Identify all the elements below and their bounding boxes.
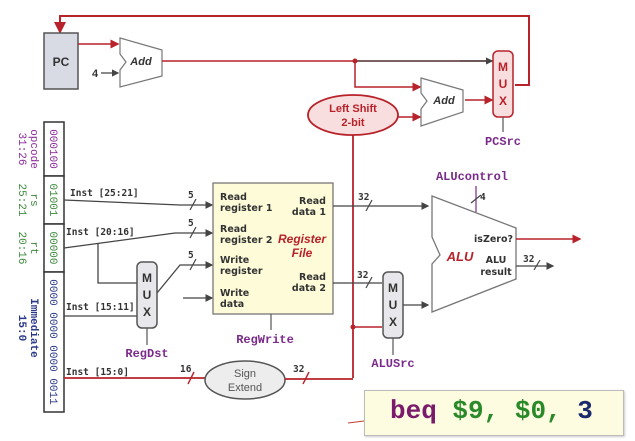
const-four: 4 — [92, 68, 99, 80]
svg-text:register 2: register 2 — [220, 235, 272, 246]
pc-adder — [119, 37, 163, 88]
svg-text:M: M — [498, 60, 508, 74]
svg-text:Inst [20:16]: Inst [20:16] — [66, 227, 135, 238]
svg-text:2-bit: 2-bit — [341, 117, 365, 129]
svg-text:15:0: 15:0 — [15, 315, 27, 341]
svg-text:result: result — [480, 267, 512, 278]
svg-text:data: data — [220, 299, 244, 310]
svg-text:ALU: ALU — [486, 255, 507, 266]
svg-text:4: 4 — [480, 192, 486, 203]
svg-text:Inst [15:11]: Inst [15:11] — [66, 302, 135, 313]
instruction-imm: 3 — [577, 396, 593, 426]
pcsrc-label: PCSrc — [485, 135, 521, 149]
svg-text:Inst [25:21]: Inst [25:21] — [70, 188, 139, 199]
svg-text:M: M — [388, 281, 398, 295]
field-opcode-bits: 000100 — [46, 129, 58, 169]
regwrite-label: RegWrite — [236, 333, 294, 347]
regdst-label: RegDst — [125, 347, 168, 361]
svg-text:Add: Add — [129, 56, 152, 68]
svg-text:5: 5 — [188, 190, 194, 201]
svg-text:Inst [15:0]: Inst [15:0] — [66, 367, 129, 378]
alu — [431, 195, 517, 313]
svg-text:rs: rs — [27, 193, 39, 206]
instruction-reg2: $0, — [514, 396, 562, 426]
svg-text:16: 16 — [180, 364, 192, 375]
field-rs-bits: 01001 — [46, 183, 58, 216]
svg-text:Register: Register — [278, 232, 327, 246]
instruction-op: beq — [390, 396, 437, 426]
svg-text:M: M — [142, 271, 152, 285]
sign-extend-unit — [204, 360, 286, 400]
svg-text:Extend: Extend — [228, 382, 262, 394]
pc-register — [43, 32, 79, 90]
svg-text:ALU: ALU — [446, 249, 474, 264]
svg-text:U: U — [389, 298, 398, 312]
svg-text:20:16: 20:16 — [15, 231, 27, 264]
svg-text:5: 5 — [188, 218, 194, 229]
svg-text:X: X — [143, 305, 151, 319]
svg-text:opcode: opcode — [27, 129, 39, 169]
register-file — [212, 182, 334, 315]
svg-text:31:26: 31:26 — [15, 132, 27, 165]
alucontrol-label: ALUcontrol — [436, 170, 508, 184]
svg-text:32: 32 — [357, 270, 368, 281]
svg-text:File: File — [292, 246, 313, 260]
svg-text:isZero?: isZero? — [474, 234, 513, 245]
svg-text:X: X — [499, 94, 507, 108]
svg-text:rt: rt — [27, 241, 39, 254]
svg-text:32: 32 — [293, 364, 304, 375]
instruction-reg1: $9, — [452, 396, 500, 426]
instruction-box — [364, 390, 624, 436]
svg-text:Read: Read — [220, 224, 247, 235]
svg-text:5: 5 — [188, 250, 194, 261]
svg-text:Immediate: Immediate — [27, 298, 39, 358]
svg-text:25:21: 25:21 — [15, 183, 27, 216]
svg-text:register 1: register 1 — [220, 203, 272, 214]
field-rt-bits: 00000 — [46, 231, 58, 264]
svg-text:32: 32 — [358, 192, 369, 203]
svg-text:Write: Write — [220, 288, 249, 299]
svg-text:data 1: data 1 — [292, 207, 326, 218]
svg-text:U: U — [143, 288, 152, 302]
left-shift-unit — [307, 94, 399, 136]
svg-text:X: X — [389, 315, 397, 329]
svg-text:Read: Read — [220, 192, 247, 203]
pc-label: PC — [53, 55, 70, 69]
alusrc-label: ALUSrc — [371, 357, 414, 371]
svg-text:Add: Add — [432, 95, 455, 107]
svg-text:data 2: data 2 — [292, 283, 326, 294]
svg-text:Write: Write — [220, 255, 249, 266]
svg-text:Sign: Sign — [234, 368, 256, 380]
svg-text:Read: Read — [299, 272, 326, 283]
svg-text:Read: Read — [299, 196, 326, 207]
svg-text:register: register — [220, 266, 263, 277]
field-imm-bits: 0000 0000 0000 0011 — [46, 279, 58, 405]
svg-text:U: U — [499, 77, 508, 91]
svg-text:Left Shift: Left Shift — [329, 103, 377, 115]
svg-text:32: 32 — [523, 254, 534, 265]
instruction-text: beq $9, $0, 3 — [390, 396, 593, 426]
